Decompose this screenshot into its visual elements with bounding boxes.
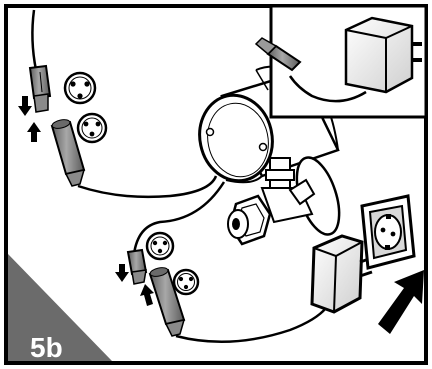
arrow-icon	[18, 96, 32, 116]
inset-power-adapter-icon	[344, 16, 422, 94]
angle-valve-icon	[227, 156, 341, 246]
inset-cable-connector-icon	[254, 37, 302, 72]
plug-face-icon	[145, 231, 175, 261]
arrow-icon	[378, 270, 424, 334]
arrow-icon	[115, 264, 129, 282]
step-tab	[8, 254, 112, 361]
cable-connector-icon	[50, 119, 86, 187]
wall-socket-icon	[360, 194, 416, 270]
upper-connector-group	[18, 9, 218, 199]
cable-connector-icon	[126, 248, 148, 285]
step-label: 5b	[30, 332, 63, 363]
power-adapter-icon	[310, 234, 373, 314]
cable-connector-icon	[148, 267, 186, 337]
cable-connector-icon	[28, 64, 52, 113]
plug-face-icon	[172, 268, 200, 296]
plug-face-icon	[76, 112, 108, 144]
inset-panel	[254, 4, 428, 119]
arrow-icon	[27, 122, 41, 142]
arrow-icon	[140, 284, 154, 306]
lower-connector-group	[115, 181, 327, 343]
plug-face-icon	[63, 71, 97, 105]
